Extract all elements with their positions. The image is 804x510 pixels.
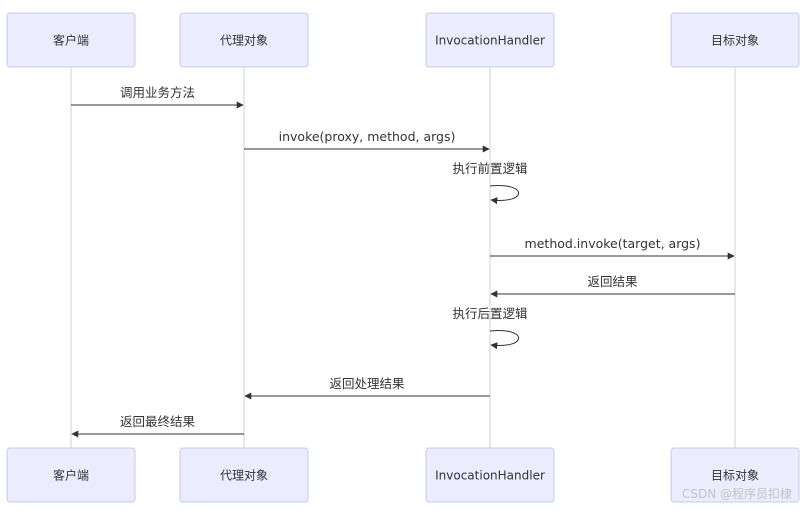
actor-client-bottom: 客户端: [6, 447, 136, 503]
message-5: 返回结果: [490, 274, 735, 298]
actor-handler-top: InvocationHandler: [425, 12, 555, 68]
actor-box: [6, 12, 136, 68]
message-label: 调用业务方法: [120, 85, 195, 100]
message-7: 返回处理结果: [244, 376, 490, 400]
actor-handler-bottom: InvocationHandler: [425, 447, 555, 503]
actor-label: InvocationHandler: [435, 34, 545, 48]
actor-label: InvocationHandler: [435, 469, 545, 483]
message-label: 返回结果: [587, 274, 638, 289]
actor-proxy-top: 代理对象: [179, 12, 309, 68]
actor-box: [6, 447, 136, 503]
message-3: 执行前置逻辑: [452, 161, 528, 205]
actor-label: 客户端: [53, 33, 89, 48]
self-loop-arrow: [489, 330, 520, 350]
actor-box: [425, 447, 555, 503]
message-4: method.invoke(target, args): [490, 236, 735, 260]
actor-box: [425, 12, 555, 68]
actor-label: 目标对象: [711, 34, 759, 48]
actor-proxy-bottom: 代理对象: [179, 447, 309, 503]
message-1: 调用业务方法: [71, 85, 244, 109]
actor-box: [179, 12, 309, 68]
message-label: 执行前置逻辑: [452, 161, 527, 176]
message-label: invoke(proxy, method, args): [279, 129, 456, 144]
message-2: invoke(proxy, method, args): [244, 129, 490, 153]
message-label: 返回最终结果: [120, 414, 196, 429]
message-6: 执行后置逻辑: [452, 306, 528, 350]
actor-label: 代理对象: [220, 469, 268, 483]
message-label: 执行后置逻辑: [452, 306, 527, 321]
actor-box: [670, 447, 800, 503]
actor-client-top: 客户端: [6, 12, 136, 68]
actor-label: 代理对象: [220, 34, 268, 48]
message-8: 返回最终结果: [71, 414, 244, 438]
message-label: method.invoke(target, args): [525, 236, 701, 251]
actor-box: [670, 12, 800, 68]
actor-target-top: 目标对象: [670, 12, 800, 68]
message-label: 返回处理结果: [329, 376, 405, 391]
watermark: CSDN @程序员扣棣: [681, 487, 792, 501]
actor-label: 客户端: [53, 468, 89, 483]
actor-label: 目标对象: [711, 469, 759, 483]
self-loop-arrow: [489, 185, 520, 205]
actor-box: [179, 447, 309, 503]
actor-target-bottom: 目标对象: [670, 447, 800, 503]
